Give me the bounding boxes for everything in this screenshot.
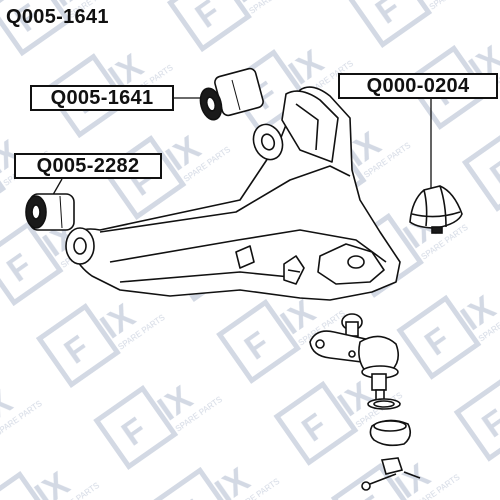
callout-dust-boot: Q000-0204 (338, 73, 498, 99)
control-arm-drawing (65, 86, 401, 301)
bushing-upper-drawing (199, 67, 264, 121)
ball-joint-drawing (309, 313, 421, 491)
dust-boot-drawing (409, 185, 463, 234)
callout-bushing-left: Q005-2282 (14, 153, 162, 179)
page-title: Q005-1641 (6, 6, 109, 28)
bushing-left-drawing (25, 193, 75, 231)
callout-bushing-upper: Q005-1641 (30, 85, 174, 111)
